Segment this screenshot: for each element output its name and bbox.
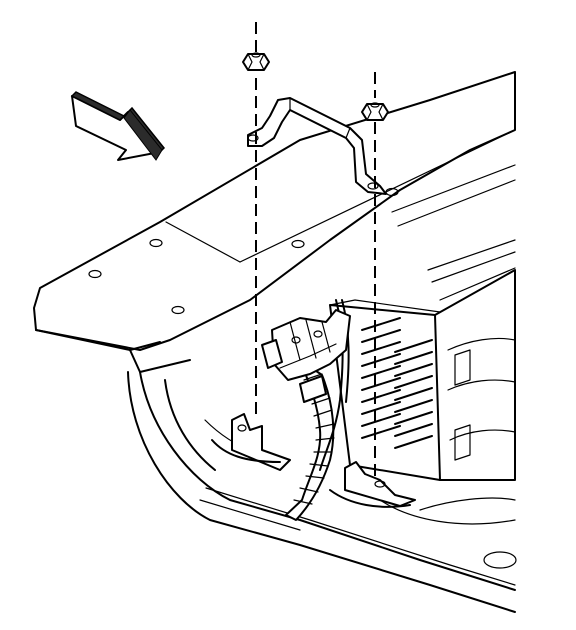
nut-right [361, 102, 389, 121]
nut-left [242, 52, 270, 71]
connector [261, 309, 351, 403]
lower-bracket-right [329, 461, 416, 508]
vent-slats [361, 317, 433, 449]
mounting-bracket [247, 97, 387, 195]
frame-crossmember [33, 71, 516, 373]
direction-arrow-icon [70, 91, 166, 161]
lower-bracket-left [211, 413, 291, 471]
